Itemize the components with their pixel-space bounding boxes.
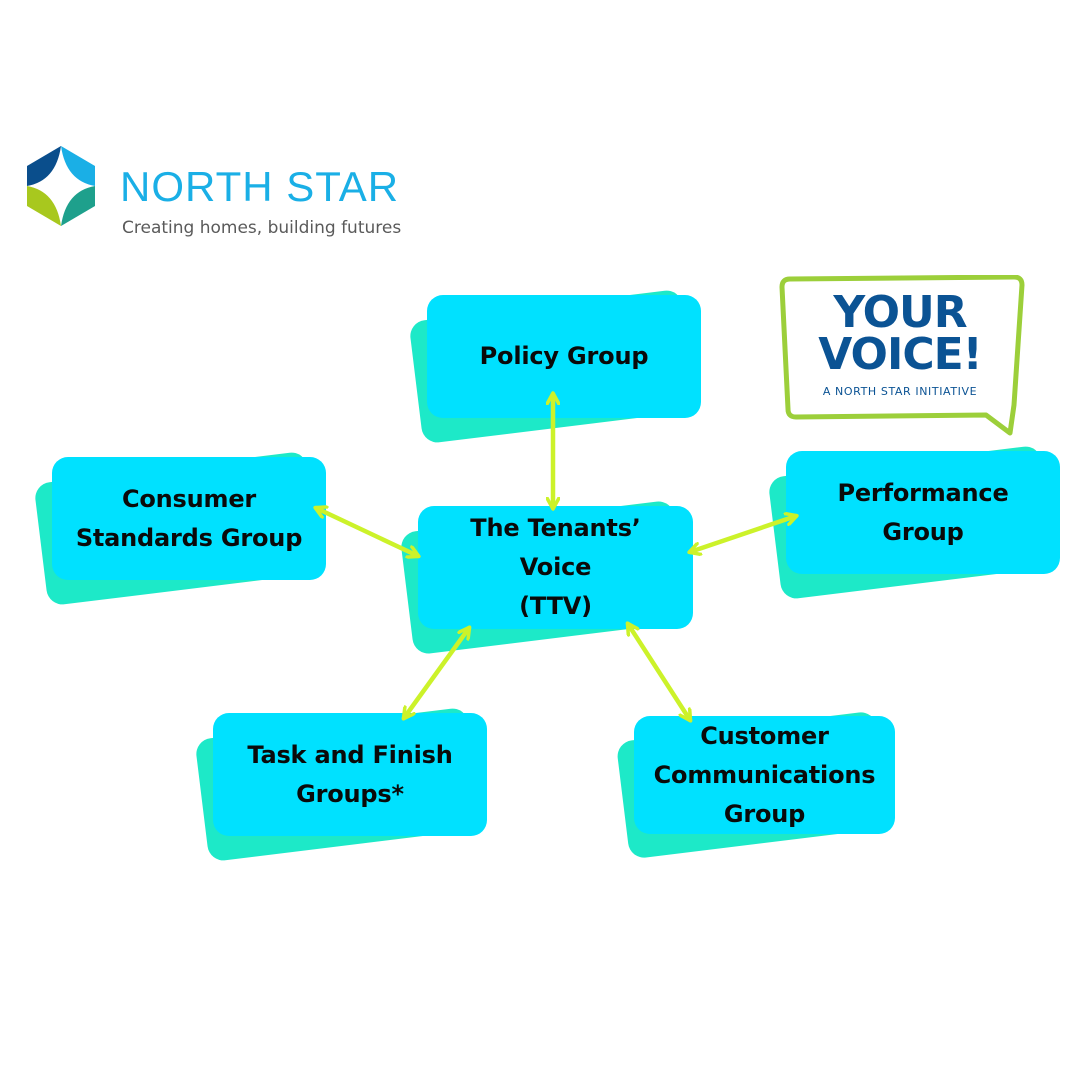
your-voice-subtitle: A NORTH STAR INITIATIVE (822, 385, 978, 398)
north-star-logo: NORTH STAR Creating homes, building futu… (24, 146, 424, 242)
node-label: Consumer Standards Group (75, 484, 303, 552)
node-label: Task and Finish Groups* (247, 740, 453, 808)
node-box: Consumer Standards Group (52, 457, 326, 580)
your-voice-line2: VOICE! (818, 329, 982, 380)
brand-tagline: Creating homes, building futures (122, 218, 402, 238)
node-label: Policy Group (479, 342, 649, 370)
your-voice-line1: YOUR (833, 287, 967, 338)
node-customer-communications-group: Customer Communications Group (615, 710, 895, 860)
node-task-and-finish-groups: Task and Finish Groups* (194, 706, 487, 863)
node-box: Task and Finish Groups* (213, 713, 487, 836)
node-box: Policy Group (427, 295, 701, 418)
speech-bubble-icon (779, 275, 1025, 436)
arrow-ttv-customer (628, 624, 690, 720)
your-voice-logo: YOUR VOICE! A NORTH STAR INITIATIVE (778, 275, 1026, 440)
node-consumer-standards-group: Consumer Standards Group (33, 450, 326, 607)
node-box: Customer Communications Group (634, 716, 895, 834)
brand-name: NORTH STAR (120, 163, 400, 210)
node-policy-group: Policy Group (408, 288, 701, 445)
node-box: Performance Group (786, 451, 1060, 574)
node-label: The Tenants’ Voice (TTV) (470, 514, 641, 620)
node-label: Performance Group (837, 478, 1009, 546)
node-the-tenants-voice: The Tenants’ Voice (TTV) (399, 499, 693, 656)
node-label: Customer Communications Group (653, 721, 876, 828)
node-performance-group: Performance Group (767, 444, 1060, 601)
north-star-hexagon-icon (27, 146, 95, 226)
node-box: The Tenants’ Voice (TTV) (418, 506, 693, 629)
